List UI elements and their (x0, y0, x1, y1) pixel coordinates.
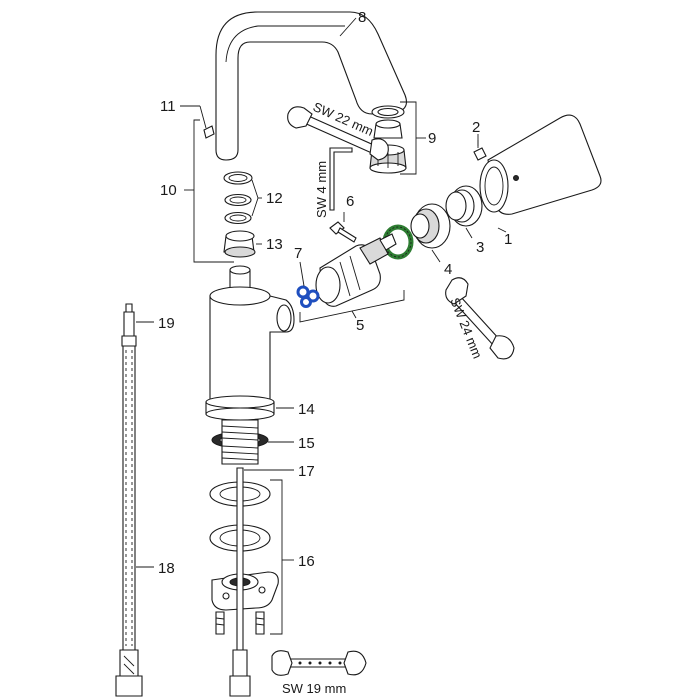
set-screw-part-2 (473, 140, 487, 161)
handle-lever-part-1 (479, 114, 602, 215)
tap-body-part-14 (205, 265, 295, 421)
blue-seal-part-7 (296, 285, 320, 308)
callout-9: 9 (428, 130, 436, 147)
callout-3: 3 (476, 239, 484, 256)
flexible-hose-part-18 (115, 303, 143, 697)
cover-ring-part-3 (445, 185, 483, 227)
callout-12: 12 (266, 190, 283, 207)
wrench-sw19 (271, 650, 367, 676)
callout-10: 10 (160, 182, 177, 199)
callout-13: 13 (266, 236, 283, 253)
connection-hose-under-body (229, 467, 251, 697)
callout-1: 1 (504, 231, 512, 248)
threaded-nut-part-4 (410, 203, 451, 249)
spout-part-8 (215, 11, 407, 161)
callout-17: 17 (298, 463, 315, 480)
callout-18: 18 (158, 560, 175, 577)
leader-lines (136, 17, 507, 635)
callout-14: 14 (298, 401, 315, 418)
callout-5: 5 (356, 317, 364, 334)
callout-7: 7 (294, 245, 302, 262)
diverter-part-13 (223, 230, 256, 258)
callout-16: 16 (298, 553, 315, 570)
callout-4: 4 (444, 261, 452, 278)
callout-15: 15 (298, 435, 315, 452)
fixing-plate (211, 571, 279, 611)
grub-screw-part-11 (203, 125, 215, 139)
callout-19: 19 (158, 315, 175, 332)
wrench-sw24 (445, 277, 515, 360)
fixing-bolts (215, 611, 265, 635)
label-sw19: SW 19 mm (282, 681, 346, 696)
wrench-sw22 (287, 106, 389, 161)
allen-key-tool (329, 147, 353, 211)
cartridge-part-5 (315, 233, 397, 307)
threaded-shank (221, 419, 259, 465)
label-sw4: SW 4 mm (314, 161, 329, 218)
screw-part-6 (329, 221, 357, 243)
callout-11: 11 (160, 98, 176, 115)
callout-6: 6 (346, 193, 354, 210)
o-rings-part-12 (223, 171, 253, 225)
callout-2: 2 (472, 119, 480, 136)
callout-8: 8 (358, 9, 366, 26)
